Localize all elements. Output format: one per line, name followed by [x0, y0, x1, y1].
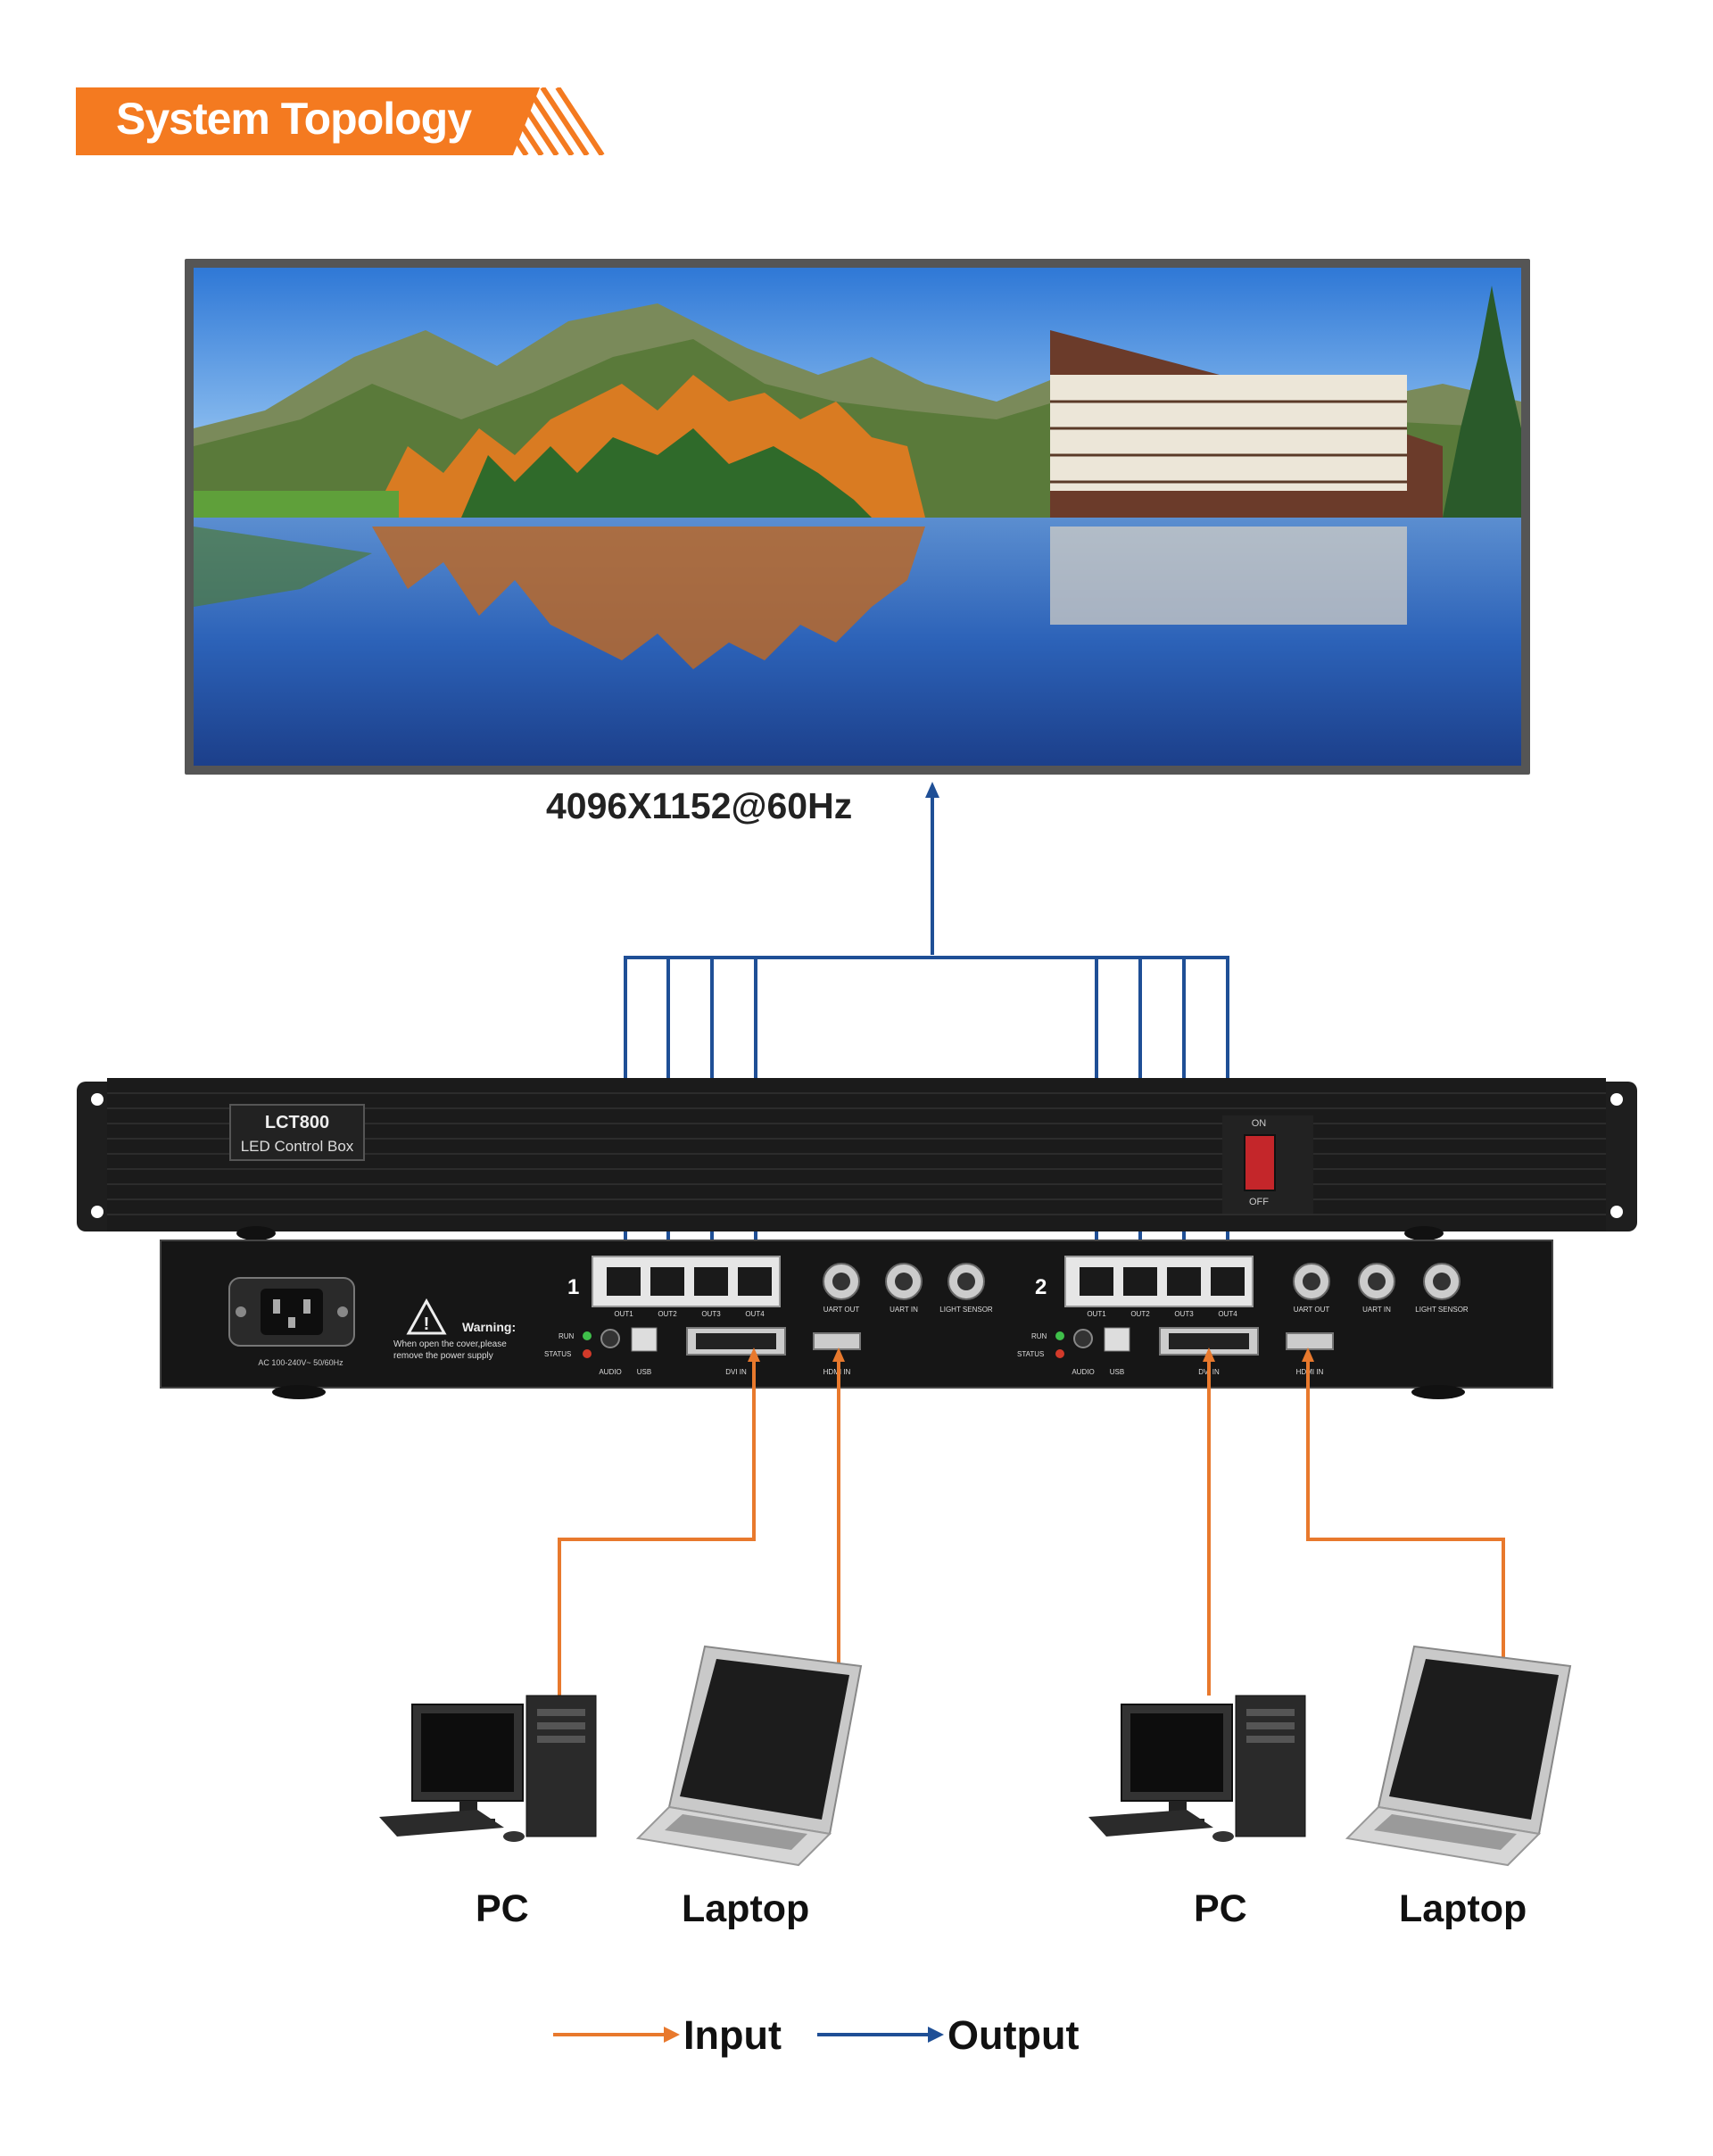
source-label-laptop-2: Laptop	[1399, 1887, 1527, 1930]
input-wiring	[558, 1355, 1505, 1696]
unit-2-out2-label: OUT2	[1130, 1310, 1150, 1318]
power-switch[interactable]	[1244, 1134, 1276, 1191]
warning-icon	[406, 1298, 447, 1335]
unit-1-uart-in-label: UART IN	[890, 1306, 918, 1314]
unit-2-uart-out-label: UART OUT	[1294, 1306, 1330, 1314]
title-banner	[76, 87, 605, 155]
unit-1-out1-label: OUT1	[614, 1310, 633, 1318]
source-label-pc-1: PC	[476, 1887, 529, 1930]
power-rating: AC 100-240V~ 50/60Hz	[258, 1358, 343, 1367]
unit-2-light-sensor-label: LIGHT SENSOR	[1415, 1306, 1469, 1314]
pc-icon	[1088, 1695, 1306, 1842]
device-model: LCT800	[265, 1113, 329, 1132]
device-front-panel: LCT800 LED Control Box ON OFF	[77, 1078, 1637, 1240]
device-rear-panel: AC 100-240V~ 50/60Hz ! Warning: When ope…	[160, 1240, 1553, 1399]
warning-line1: When open the cover,please	[393, 1339, 507, 1349]
unit-2-status-label: STATUS	[1017, 1350, 1044, 1358]
unit-2-out1-label: OUT1	[1087, 1310, 1106, 1318]
pc-icon	[379, 1695, 597, 1842]
unit-2-uart-in-label: UART IN	[1362, 1306, 1391, 1314]
switch-on-label: ON	[1252, 1118, 1267, 1129]
unit-1-dvi-label: DVI IN	[725, 1368, 747, 1376]
unit-1-out4-label: OUT4	[745, 1310, 765, 1318]
legend-input-arrow	[553, 2027, 680, 2043]
source-label-pc-2: PC	[1194, 1887, 1247, 1930]
laptop-icon	[1345, 1645, 1572, 1867]
unit-1-out2-label: OUT2	[658, 1310, 677, 1318]
svg-text:!: !	[424, 1314, 430, 1334]
unit-2-out3-label: OUT3	[1174, 1310, 1194, 1318]
legend-output-label: Output	[948, 2012, 1080, 2058]
output-arrowhead	[925, 782, 939, 798]
unit-1-run-label: RUN	[559, 1332, 575, 1340]
unit-2-usb-label: USB	[1110, 1368, 1124, 1376]
source-label-laptop-1: Laptop	[682, 1887, 810, 1930]
unit-2-audio-label: AUDIO	[1072, 1368, 1094, 1376]
legend-input-label: Input	[683, 2012, 782, 2058]
unit-2-run-label: RUN	[1031, 1332, 1047, 1340]
unit-1-light-sensor-label: LIGHT SENSOR	[939, 1306, 993, 1314]
unit-1-usb-label: USB	[637, 1368, 651, 1376]
unit-2-hdmi-label: HDMI IN	[1296, 1368, 1324, 1376]
unit-2-number: 2	[1035, 1275, 1047, 1299]
warning-line2: remove the power supply	[393, 1351, 493, 1361]
led-screen-landscape-image	[194, 268, 1521, 766]
device-subtitle: LED Control Box	[241, 1138, 354, 1155]
page-title: System Topology	[116, 94, 472, 144]
legend-output-arrow	[817, 2027, 944, 2043]
unit-1-uart-out-label: UART OUT	[823, 1306, 860, 1314]
warning-title: Warning:	[462, 1320, 516, 1334]
unit-1-number: 1	[567, 1275, 579, 1299]
unit-1-audio-label: AUDIO	[599, 1368, 621, 1376]
laptop-icon	[635, 1645, 863, 1867]
resolution-label: 4096X1152@60Hz	[546, 785, 853, 826]
unit-1-out3-label: OUT3	[701, 1310, 721, 1318]
unit-2-out4-label: OUT4	[1218, 1310, 1237, 1318]
switch-off-label: OFF	[1249, 1197, 1269, 1207]
unit-1-status-label: STATUS	[544, 1350, 571, 1358]
